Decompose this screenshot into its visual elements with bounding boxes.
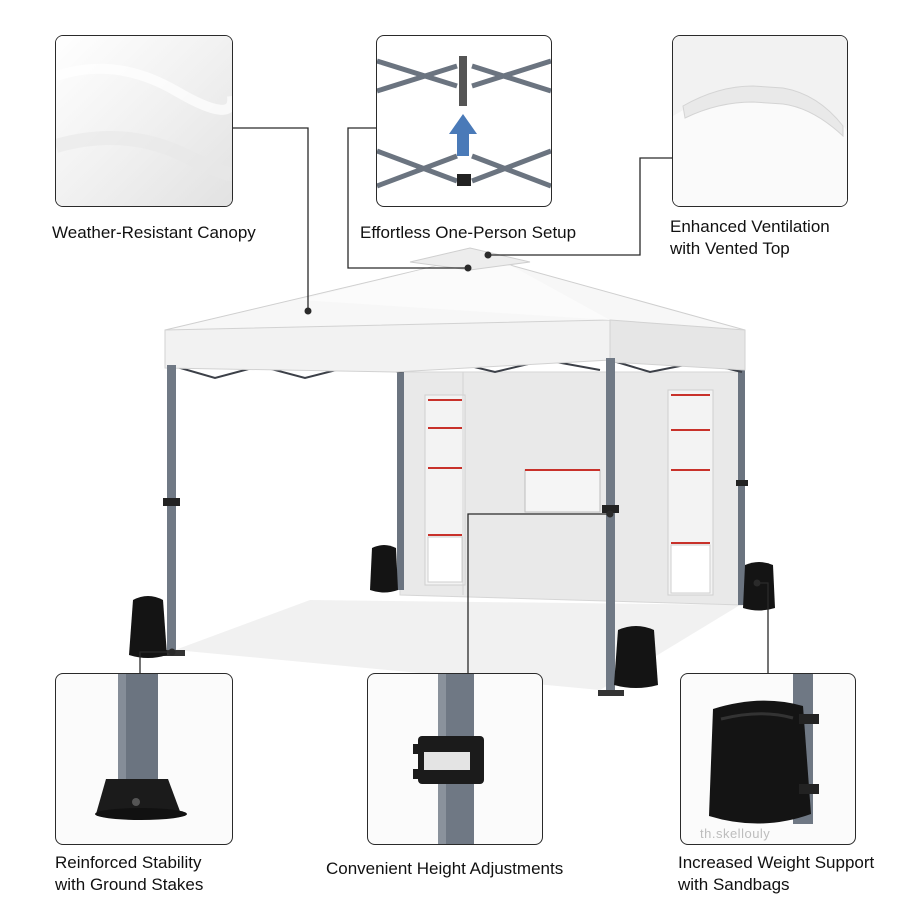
callout-lines [139,127,769,673]
arrow-up-icon [449,114,477,156]
caption-ventilation-line2: with Vented Top [670,239,790,258]
caption-weight-line2: with Sandbags [678,875,790,894]
height-adjust-image [413,674,484,844]
frame-setup-image [377,56,551,189]
height-adjust-panel [367,673,543,845]
ground-stake-image [95,674,187,820]
sandbag-panel [680,673,856,845]
caption-ventilation-line1: Enhanced Ventilation [670,217,830,236]
sidewall-pockets-right [667,389,714,596]
caption-height: Convenient Height Adjustments [326,859,564,878]
vented-top-panel [672,35,848,207]
sandbag-image [709,674,819,824]
vented-top-image [673,36,847,206]
caption-stability: Reinforced Stability with Ground Stakes [55,852,203,896]
sidewall-pockets-left [424,394,466,586]
ground-stake-panel [55,673,233,845]
caption-setup: Effortless One-Person Setup [360,223,577,242]
canopy-fabric-panel [55,35,233,207]
frame-setup-panel [376,35,552,207]
caption-stability-line2: with Ground Stakes [55,875,204,894]
caption-ventilation: Enhanced Ventilation with Vented Top [670,216,830,260]
caption-weight: Increased Weight Support with Sandbags [678,852,874,896]
sandbags [129,545,775,688]
caption-canopy: Weather-Resistant Canopy [52,223,256,242]
watermark: th.skellouly [700,826,771,841]
fabric-texture-image [56,36,232,206]
caption-stability-line1: Reinforced Stability [55,853,202,872]
caption-weight-line1: Increased Weight Support [678,853,875,872]
